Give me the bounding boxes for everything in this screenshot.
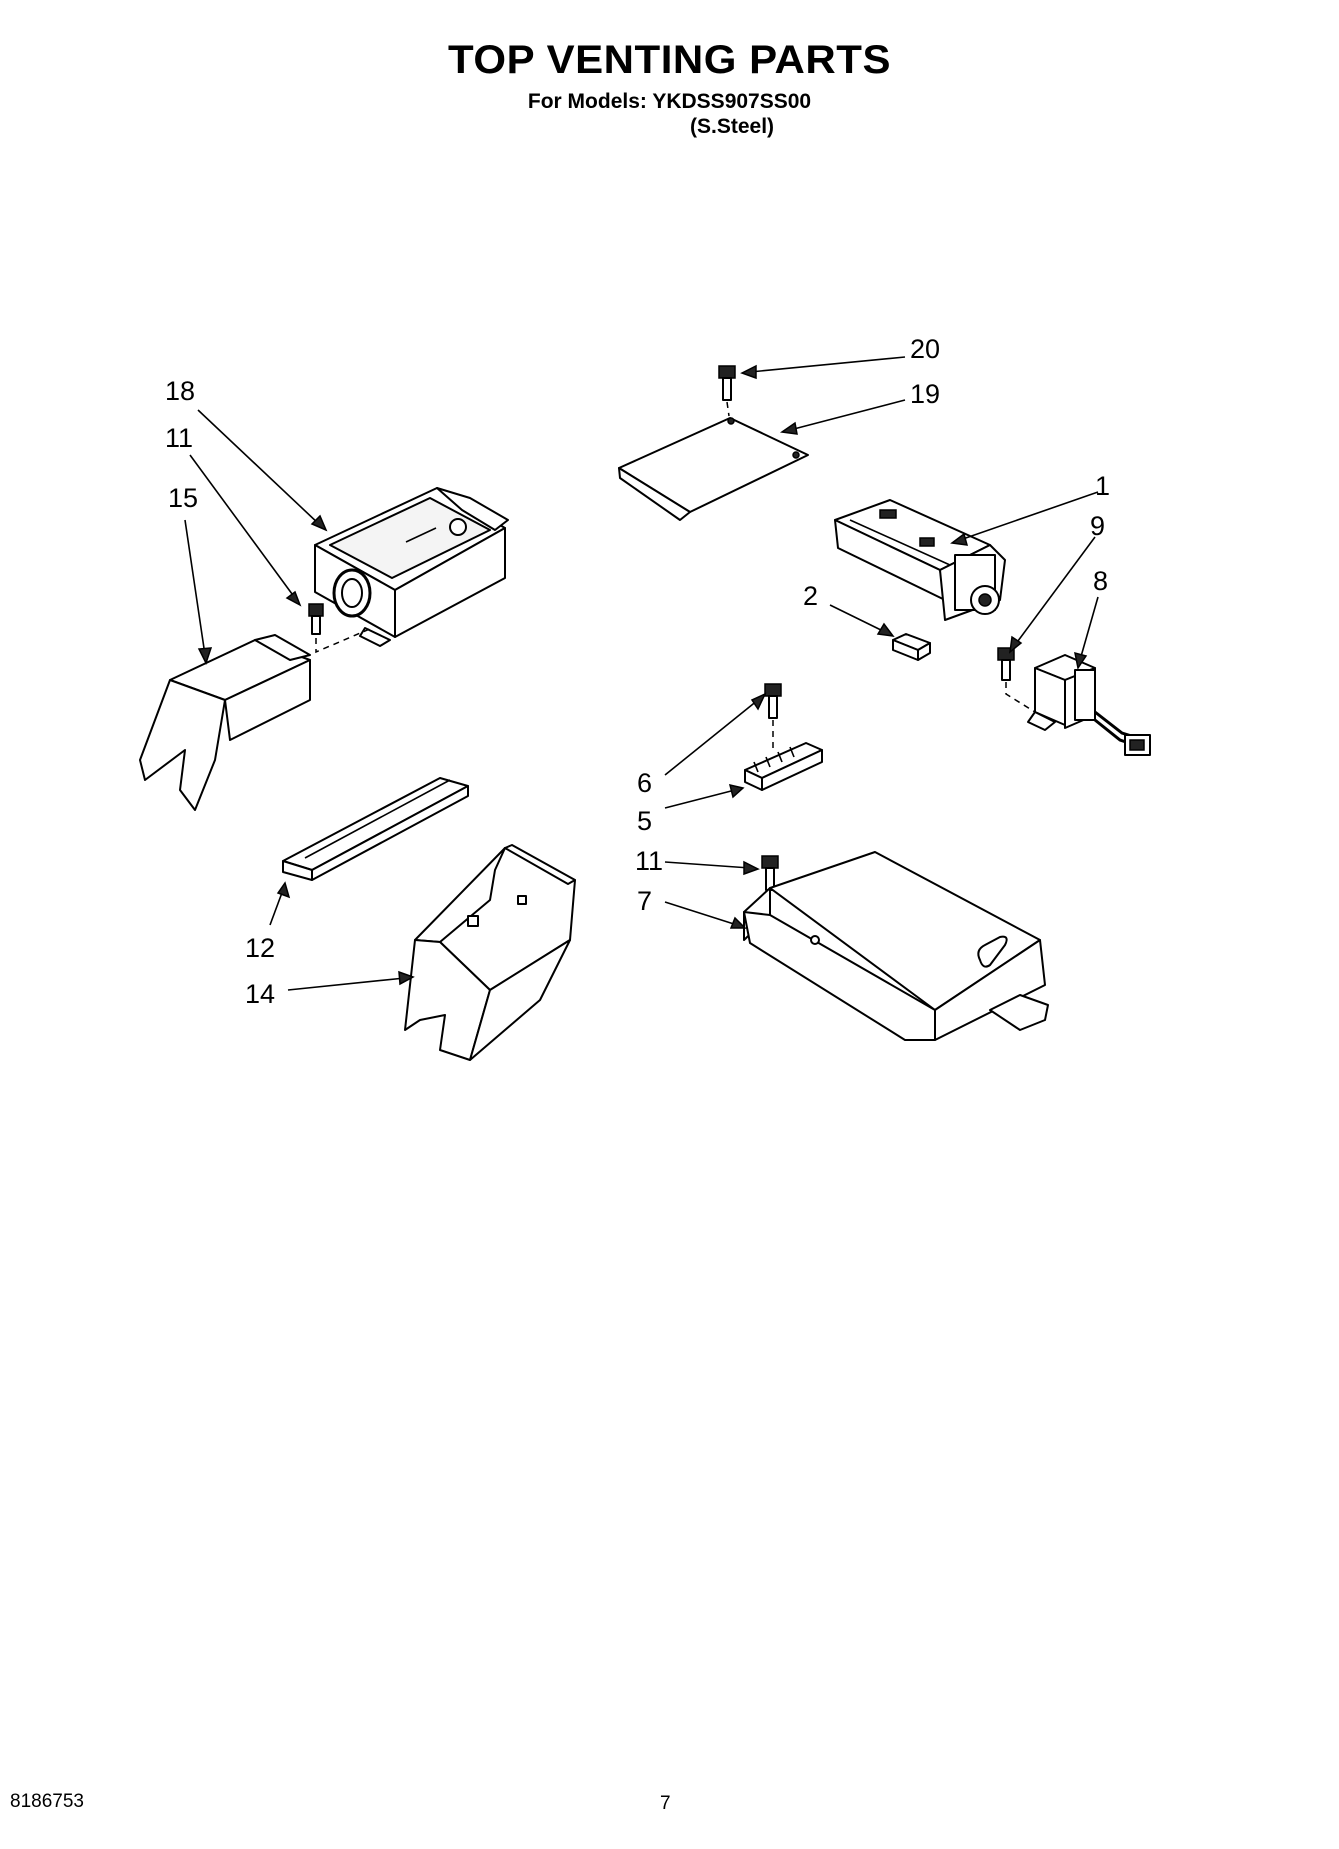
part-18-vent-box[interactable] (314, 487, 509, 647)
finish-line: (S.Steel) (690, 115, 775, 138)
part-8-transformer[interactable] (1027, 654, 1151, 756)
callout-2: 2 (803, 581, 818, 611)
part-5-terminal-block[interactable] (744, 742, 823, 791)
callout-20: 20 (910, 334, 940, 364)
part-7-mounting-plate[interactable] (743, 851, 1049, 1041)
callout-14: 14 (245, 979, 275, 1009)
part-1-control-assembly[interactable] (834, 499, 1006, 621)
document-number: 8186753 (10, 1791, 84, 1812)
callout-11-lower: 11 (635, 846, 663, 876)
page-title: TOP VENTING PARTS (447, 38, 892, 82)
callout-7: 7 (637, 886, 652, 916)
callout-5: 5 (637, 806, 652, 836)
callout-6: 6 (637, 768, 652, 798)
models-line: For Models: YKDSS907SS00 (527, 90, 812, 113)
callout-18: 18 (165, 376, 195, 406)
part-20-screw[interactable] (718, 365, 736, 417)
part-19-cover-plate[interactable] (618, 417, 809, 521)
callout-12: 12 (245, 933, 275, 963)
part-11-screw-left[interactable] (308, 603, 373, 654)
part-6-screw[interactable] (764, 683, 782, 750)
part-9-screw[interactable] (997, 647, 1036, 713)
callout-1: 1 (1095, 471, 1110, 501)
callout-11-upper: 11 (165, 423, 193, 453)
callout-9: 9 (1090, 511, 1105, 541)
part-15-duct-adapter[interactable] (139, 634, 311, 811)
callout-8: 8 (1093, 566, 1108, 596)
callout-leader-lines (184, 356, 1099, 991)
callout-19: 19 (910, 379, 940, 409)
part-2-small-block[interactable] (892, 633, 931, 661)
part-12-channel-strip[interactable] (282, 777, 469, 881)
page-number: 7 (660, 1793, 671, 1814)
callout-15: 15 (168, 483, 198, 513)
callout-arrowheads (197, 364, 1088, 986)
part-14-trough-bracket[interactable] (404, 844, 576, 1061)
